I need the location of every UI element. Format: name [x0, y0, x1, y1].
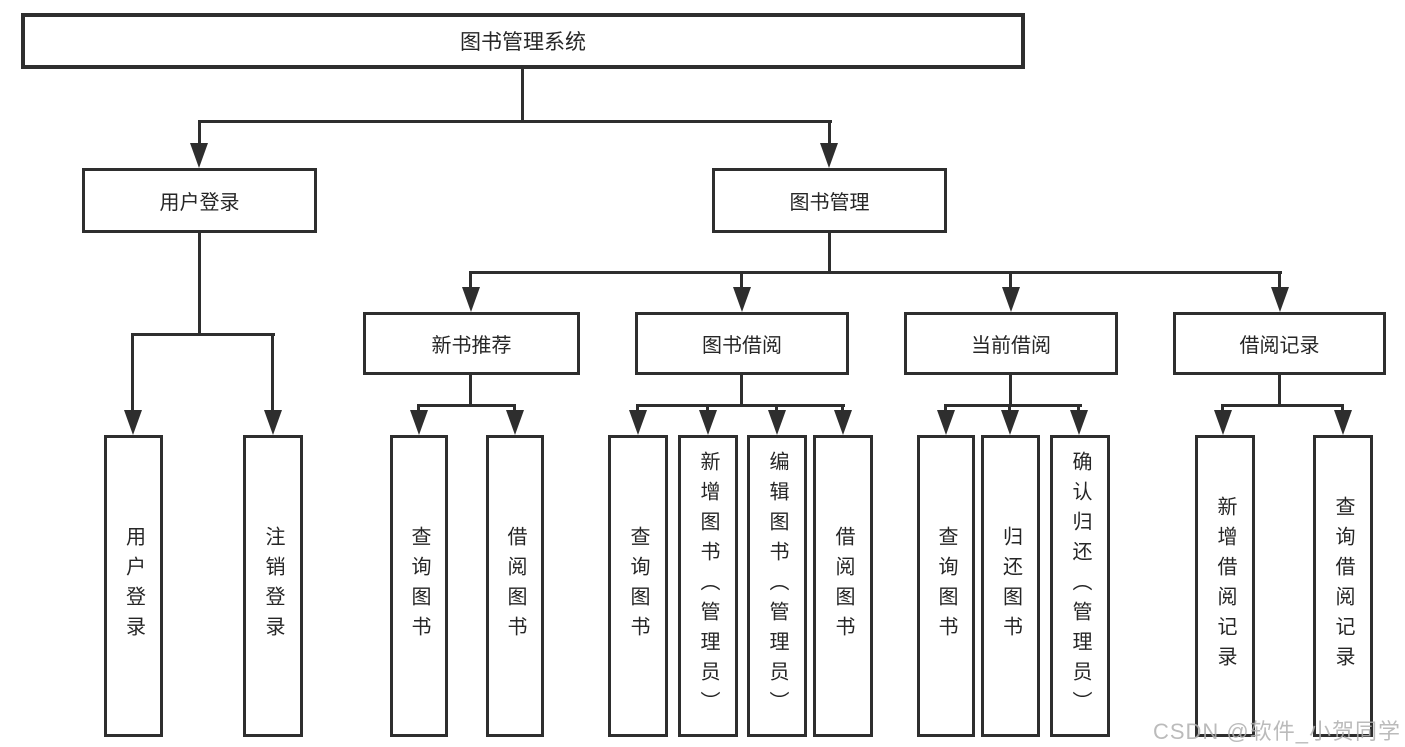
node-label: 新增图书（管理员）	[697, 451, 719, 721]
connector-line	[1009, 375, 1012, 407]
leaf-add-borrow-record: 新增借阅记录	[1195, 435, 1255, 737]
leaf-borrow-books-2: 借阅图书	[813, 435, 873, 737]
node-borrowing-records: 借阅记录	[1173, 312, 1386, 375]
node-label: 查询借阅记录	[1332, 496, 1354, 676]
connector-arrowhead	[1002, 287, 1020, 312]
connector-line	[1221, 404, 1344, 407]
connector-arrowhead	[1070, 410, 1088, 435]
leaf-borrow-books-1: 借阅图书	[486, 435, 544, 737]
node-label: 用户登录	[122, 526, 145, 646]
connector-line	[1008, 404, 1011, 412]
connector-arrowhead	[1334, 410, 1352, 435]
node-label: 确认归还（管理员）	[1069, 451, 1091, 721]
node-current-borrowing: 当前借阅	[904, 312, 1118, 375]
connector-line	[828, 120, 831, 145]
connector-line	[469, 271, 1282, 274]
connector-line	[1221, 404, 1224, 412]
leaf-query-books-3: 查询图书	[917, 435, 975, 737]
node-label: 注销登录	[262, 526, 284, 646]
connector-arrowhead	[937, 410, 955, 435]
connector-line	[636, 404, 639, 412]
node-label: 图书借阅	[702, 335, 782, 357]
leaf-edit-books-admin: 编辑图书（管理员）	[747, 435, 807, 737]
node-label: 借阅图书	[504, 526, 526, 646]
leaf-user-login: 用户登录	[104, 435, 163, 737]
node-book-borrowing: 图书借阅	[635, 312, 849, 375]
connector-line	[944, 404, 947, 412]
connector-arrowhead	[264, 410, 282, 435]
connector-line	[636, 404, 845, 407]
connector-arrowhead	[820, 143, 838, 168]
node-book-management: 图书管理	[712, 168, 947, 233]
node-user-login: 用户登录	[82, 168, 317, 233]
connector-line	[198, 233, 201, 335]
node-label: 编辑图书（管理员）	[766, 451, 788, 721]
connector-arrowhead	[506, 410, 524, 435]
connector-line	[1077, 404, 1080, 412]
leaf-add-books-admin: 新增图书（管理员）	[678, 435, 738, 737]
connector-line	[1278, 375, 1281, 407]
connector-line	[521, 69, 524, 120]
node-label: 借阅记录	[1239, 335, 1320, 357]
connector-line	[828, 233, 831, 274]
node-label: 查询图书	[935, 526, 957, 646]
node-label: 用户登录	[159, 192, 240, 214]
node-new-book-recommendation: 新书推荐	[363, 312, 580, 375]
connector-line	[198, 120, 201, 145]
connector-arrowhead	[1214, 410, 1232, 435]
node-label: 查询图书	[627, 526, 649, 646]
connector-arrowhead	[629, 410, 647, 435]
node-label: 借阅图书	[832, 526, 854, 646]
connector-arrowhead	[1271, 287, 1289, 312]
connector-line	[1009, 271, 1012, 289]
node-label: 当前借阅	[971, 335, 1051, 357]
connector-line	[198, 120, 832, 123]
connector-line	[775, 404, 778, 412]
connector-arrowhead	[768, 410, 786, 435]
connector-arrowhead	[733, 287, 751, 312]
leaf-logout: 注销登录	[243, 435, 303, 737]
connector-line	[1278, 271, 1281, 289]
connector-arrowhead	[834, 410, 852, 435]
connector-line	[740, 271, 743, 289]
leaf-return-books: 归还图书	[981, 435, 1040, 737]
connector-arrowhead	[699, 410, 717, 435]
connector-line	[944, 404, 1082, 407]
connector-line	[740, 375, 743, 407]
connector-arrowhead	[462, 287, 480, 312]
connector-line	[271, 333, 274, 411]
connector-line	[469, 375, 472, 407]
connector-arrowhead	[1001, 410, 1019, 435]
connector-line	[469, 271, 472, 289]
connector-arrowhead	[124, 410, 142, 435]
connector-line	[131, 333, 275, 336]
node-library-management-system: 图书管理系统	[21, 13, 1025, 69]
node-label: 归还图书	[999, 526, 1022, 646]
leaf-confirm-return-admin: 确认归还（管理员）	[1050, 435, 1110, 737]
leaf-query-books-2: 查询图书	[608, 435, 668, 737]
leaf-query-books-1: 查询图书	[390, 435, 448, 737]
csdn-watermark: CSDN @软件_小贺同学	[1152, 719, 1401, 744]
connector-arrowhead	[410, 410, 428, 435]
node-label: 查询图书	[408, 526, 430, 646]
connector-arrowhead	[190, 143, 208, 168]
node-label: 图书管理	[789, 192, 870, 214]
node-label: 图书管理系统	[460, 31, 586, 54]
connector-line	[131, 333, 134, 411]
connector-line	[513, 404, 516, 412]
leaf-query-borrow-record: 查询借阅记录	[1313, 435, 1373, 737]
connector-line	[841, 404, 844, 412]
node-label: 新书推荐	[431, 335, 512, 357]
connector-line	[1341, 404, 1344, 412]
node-label: 新增借阅记录	[1214, 496, 1236, 676]
connector-line	[417, 404, 420, 412]
connector-line	[706, 404, 709, 412]
connector-line	[417, 404, 516, 407]
